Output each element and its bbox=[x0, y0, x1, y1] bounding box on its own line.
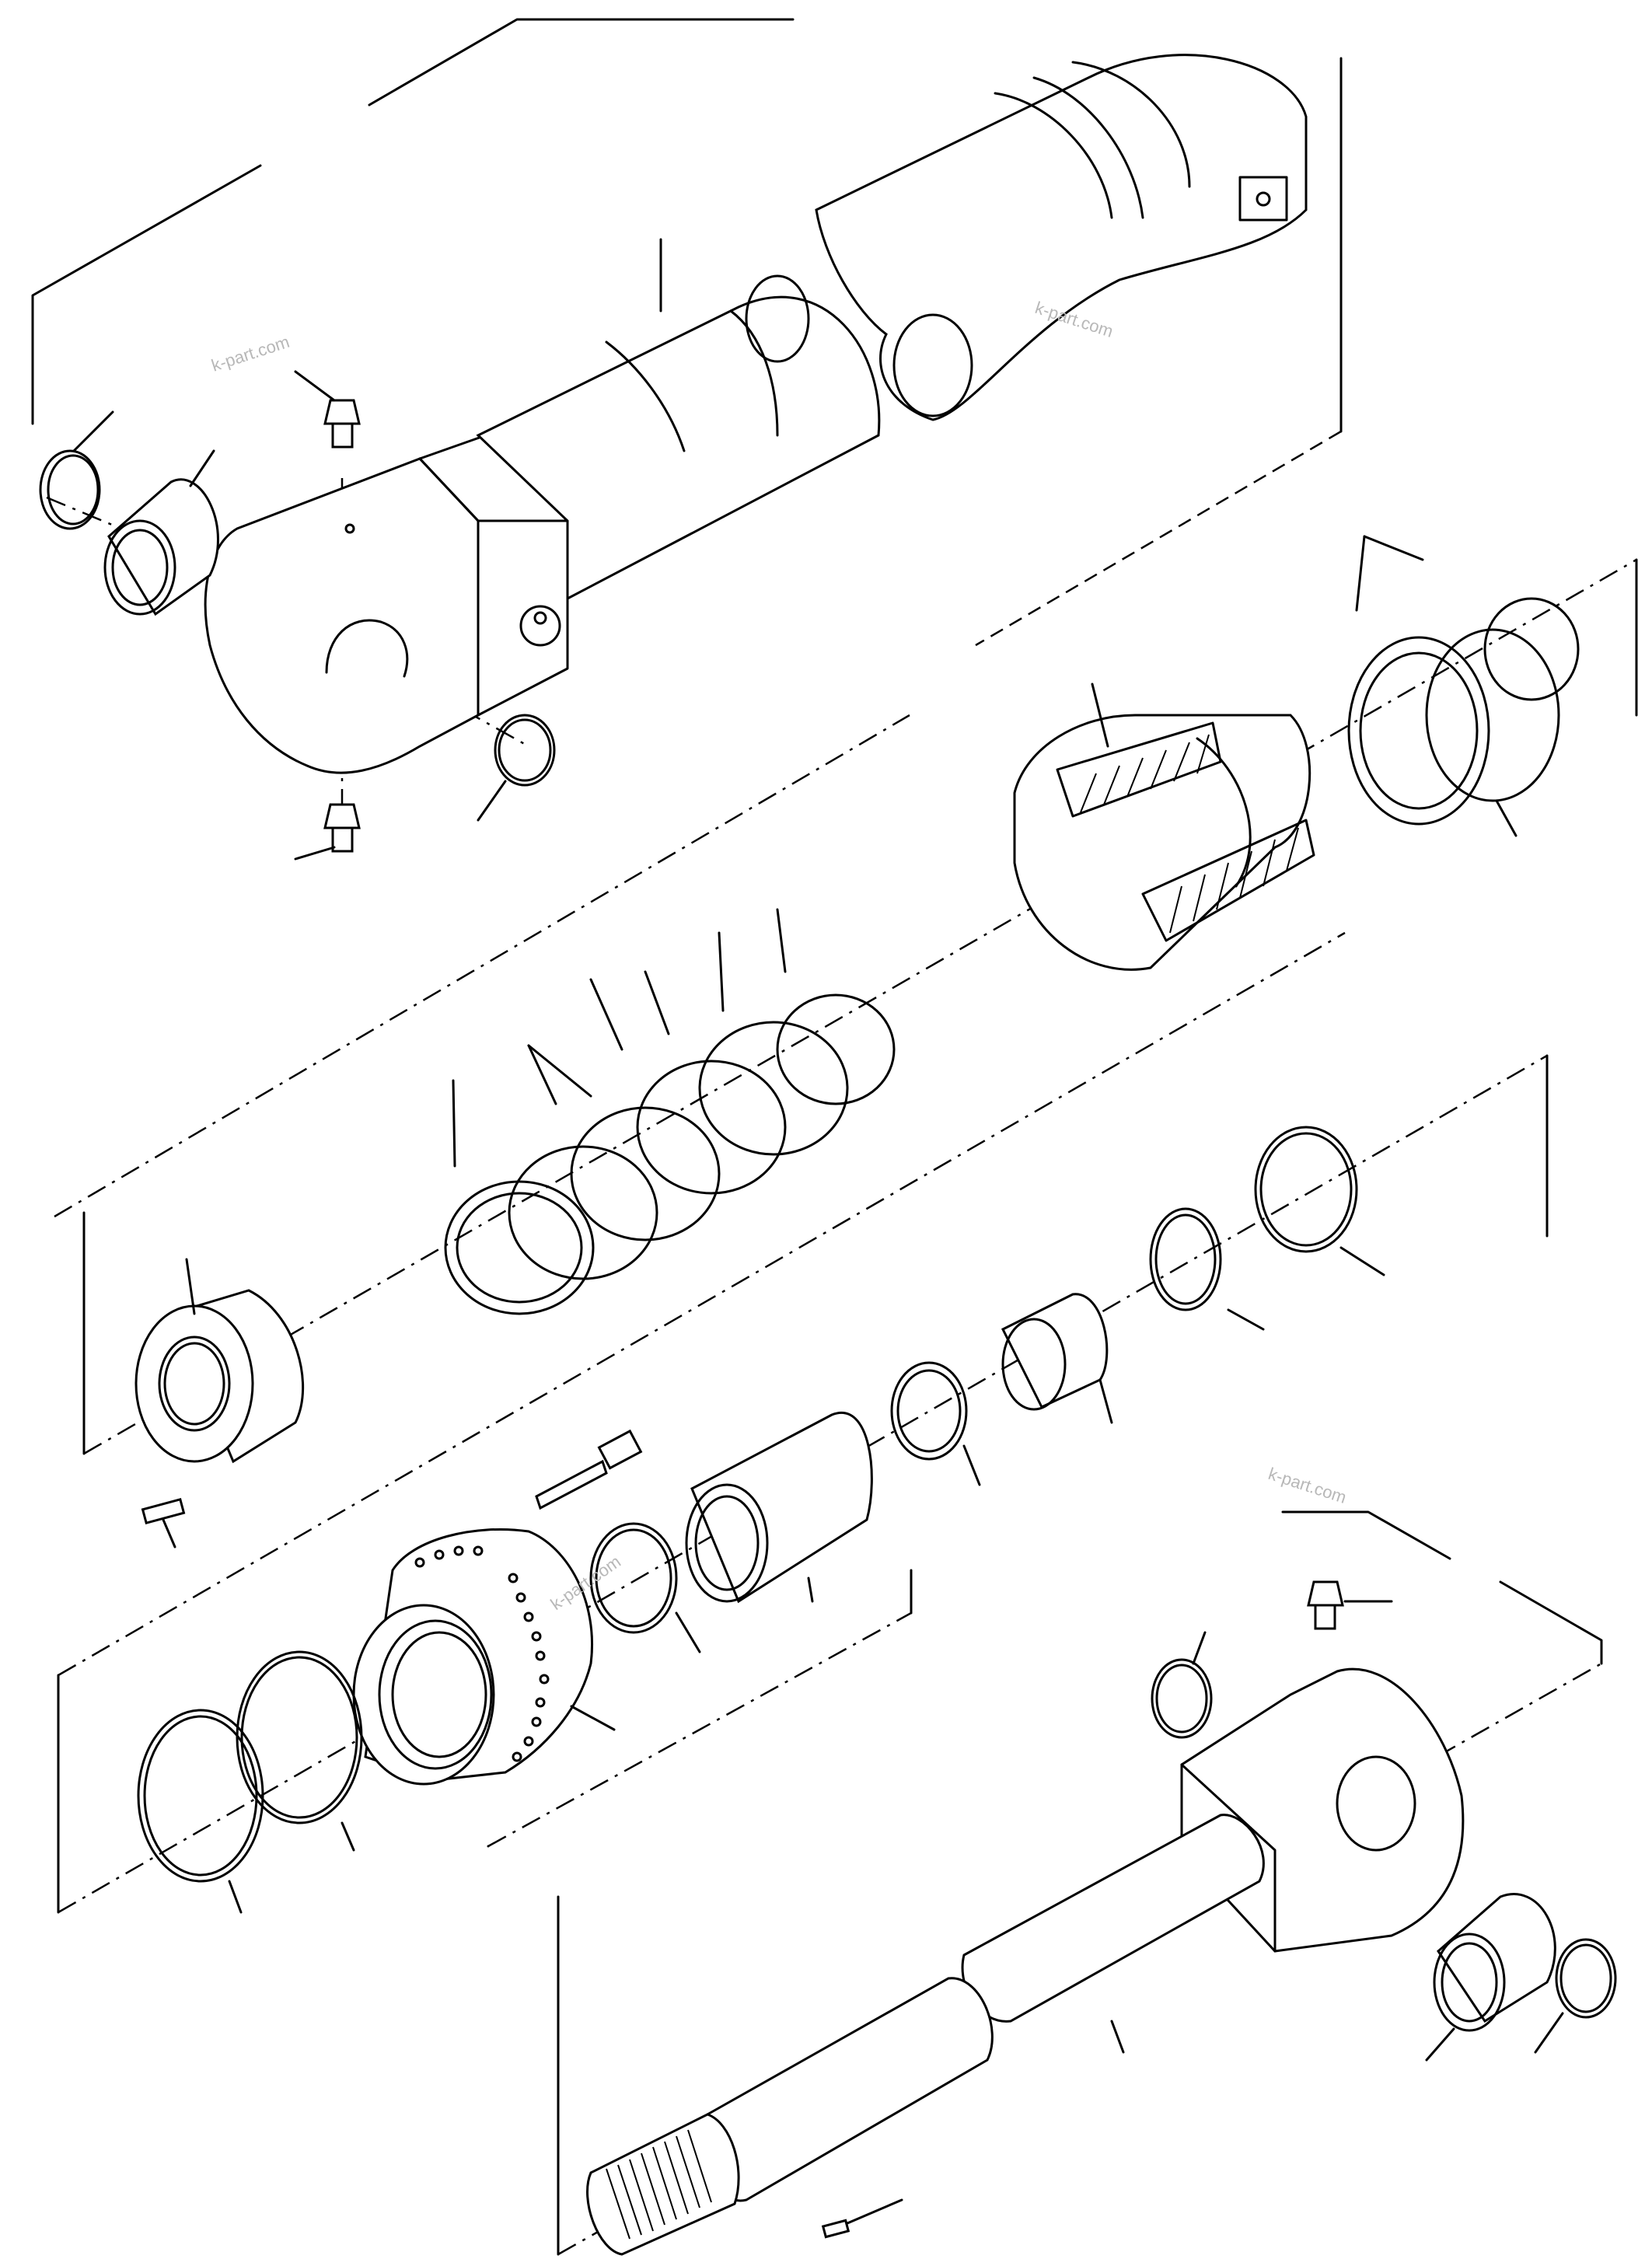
group-brackets bbox=[31, 18, 1638, 2256]
cylinder-head bbox=[352, 1528, 616, 1786]
piston-ring-set bbox=[1347, 535, 1580, 837]
grease-nipple-upper bbox=[294, 370, 361, 449]
set-screw bbox=[141, 1497, 186, 1548]
lock-ring bbox=[589, 1522, 701, 1653]
head-o-ring-large bbox=[236, 1650, 363, 1852]
piston-rod bbox=[586, 1667, 1465, 2256]
rod-seal bbox=[890, 1361, 981, 1486]
rod-end-bushing bbox=[1425, 1893, 1556, 2062]
snap-ring-tube bbox=[39, 410, 114, 530]
watermark: k-part.com bbox=[1266, 1464, 1349, 1507]
piston-cutaway bbox=[1013, 683, 1315, 971]
head-backup-ring bbox=[137, 1709, 264, 1914]
rod-end-snap-ring-left bbox=[1151, 1631, 1213, 1739]
rod-bushing bbox=[685, 1412, 873, 1604]
grease-nipple-lower bbox=[294, 803, 361, 861]
grease-nipple-rod bbox=[1307, 1580, 1393, 1630]
o-ring-tube-head bbox=[477, 714, 556, 822]
rod-o-ring bbox=[1149, 1207, 1265, 1331]
rod-end-snap-ring-right bbox=[1534, 1938, 1617, 2054]
rod-snap-ring bbox=[1254, 1126, 1385, 1276]
cushion-rings bbox=[444, 908, 896, 1315]
cylinder-tube bbox=[204, 54, 1308, 774]
wiper-seal bbox=[1001, 1293, 1113, 1424]
head-bolt bbox=[535, 1429, 643, 1510]
piston-nut bbox=[134, 1258, 305, 1464]
bushing-tube bbox=[103, 449, 219, 616]
watermark: k-part.com bbox=[209, 332, 292, 375]
